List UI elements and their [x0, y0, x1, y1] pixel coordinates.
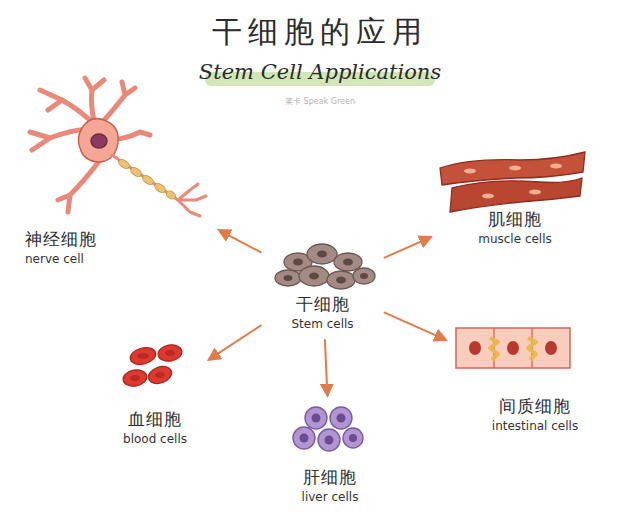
liver-cell-drawing	[293, 407, 363, 451]
intestinal-cell-drawing	[456, 328, 570, 368]
cell-name-en: liver cells	[302, 488, 359, 506]
muscle-cell-node: 肌细胞muscle cells	[435, 150, 595, 250]
cell-name-en: muscle cells	[478, 230, 552, 248]
cell-name-zh: 神经细胞	[25, 228, 97, 250]
cell-name-zh: 肝细胞	[303, 466, 357, 488]
intestinal-cell-node: 间质细胞intestinal cells	[450, 322, 620, 437]
nerve-cell-node: 神经细胞nerve cell	[15, 80, 215, 270]
cell-name-zh: 间质细胞	[499, 395, 571, 417]
cell-name-en: blood cells	[123, 430, 187, 448]
nerve-cell-drawing	[30, 78, 206, 216]
diagram-title: 干细胞的应用	[0, 12, 640, 53]
arrow-connector	[219, 230, 260, 252]
cell-name-zh: 肌细胞	[488, 208, 542, 230]
stem-cell-node: 干细胞Stem cells	[265, 235, 380, 335]
stem-cell-drawing	[275, 244, 375, 289]
arrow-connector	[385, 313, 446, 340]
arrow-connector	[385, 237, 431, 257]
arrow-connector	[325, 340, 328, 395]
muscle-cell-drawing	[440, 152, 585, 212]
subtitle: Stem Cell Applications	[0, 60, 640, 84]
cell-name-zh: 干细胞	[296, 293, 350, 315]
myelin-sheath	[117, 158, 177, 201]
blood-cell-drawing	[122, 343, 183, 388]
cell-name-zh: 血细胞	[128, 408, 182, 430]
blood-cell-node: 血细胞blood cells	[105, 340, 205, 450]
cell-name-en: Stem cells	[291, 315, 353, 333]
cell-name-en: intestinal cells	[492, 417, 578, 435]
cell-name-en: nerve cell	[25, 250, 84, 268]
watermark: 菜卡 Speak Green	[0, 96, 640, 107]
arrow-connector	[209, 326, 261, 360]
liver-cell-node: 肝细胞liver cells	[285, 400, 375, 508]
